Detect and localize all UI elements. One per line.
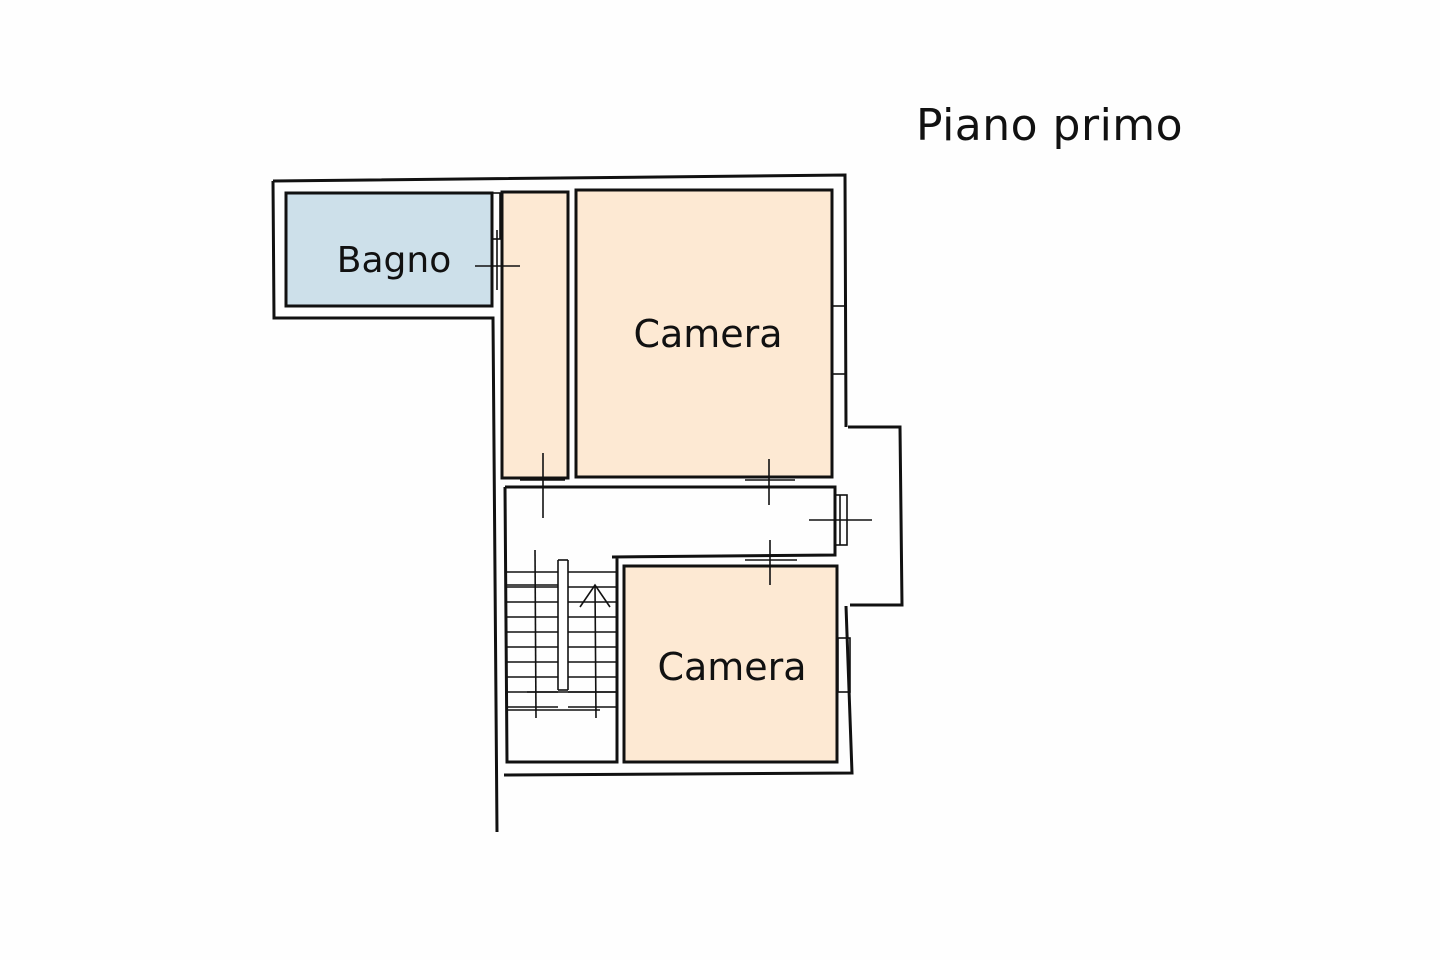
room-label-camera-2: Camera	[657, 645, 806, 689]
room-corridor	[500, 190, 570, 480]
room-bagno	[284, 191, 494, 308]
floor-title: Piano primo	[916, 100, 1184, 151]
door-marks	[475, 230, 872, 585]
stair-arrow-icon	[579, 583, 611, 719]
room-label-camera-1: Camera	[633, 312, 782, 356]
staircase	[507, 549, 617, 719]
balcony	[848, 425, 904, 607]
room-label-bagno: Bagno	[337, 240, 451, 281]
stair-line	[534, 549, 537, 719]
room-camera-2	[622, 564, 839, 764]
